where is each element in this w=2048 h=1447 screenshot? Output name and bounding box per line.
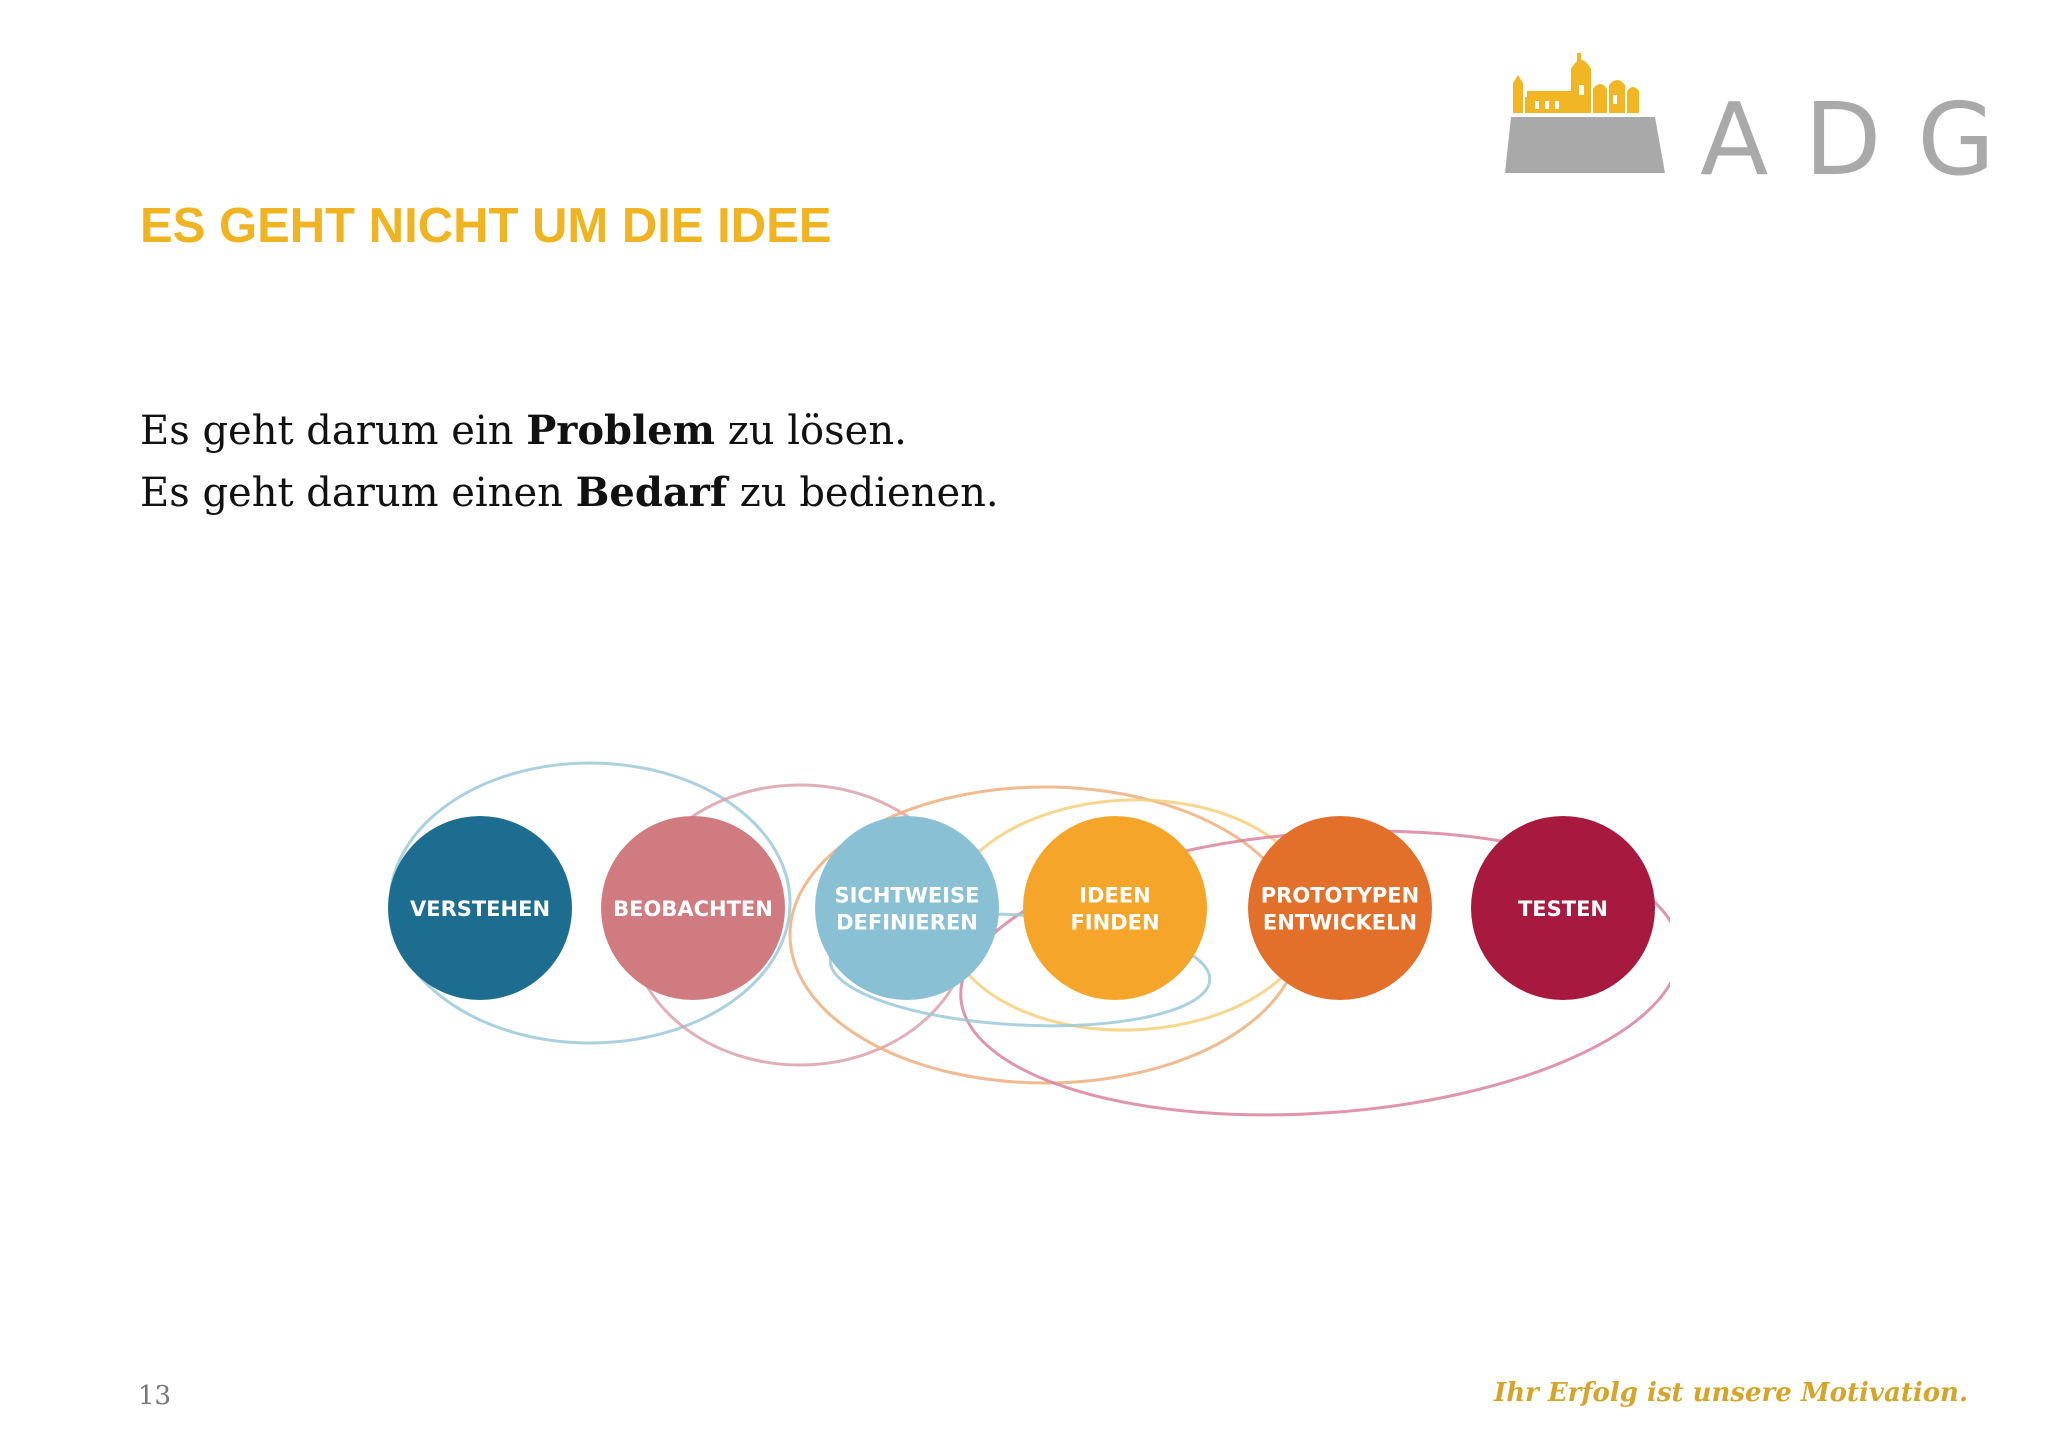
step-label: BEOBACHTEN xyxy=(613,897,773,921)
diagram-loops xyxy=(388,761,1670,1117)
line2-after: zu bedienen. xyxy=(727,470,999,516)
step-6: TESTEN xyxy=(1471,816,1655,1000)
step-label: IDEEN xyxy=(1079,884,1151,908)
step-label: FINDEN xyxy=(1070,911,1159,935)
step-circle xyxy=(1471,816,1655,1000)
step-circle xyxy=(1023,816,1207,1000)
step-label: DEFINIEREN xyxy=(836,911,978,935)
adg-logo: ADG xyxy=(1505,45,1995,190)
line1-before: Es geht darum ein xyxy=(140,408,527,454)
diagram-steps: VERSTEHEN BEOBACHTEN SICHTWEISE DEFINIEREN I… xyxy=(388,816,1655,1000)
body-line-1: Es geht darum ein Problem zu lösen. xyxy=(140,400,999,462)
step-label: PROTOTYPEN xyxy=(1261,884,1419,908)
step-2: BEOBACHTEN xyxy=(601,816,785,1000)
step-4: IDEEN FINDEN xyxy=(1023,816,1207,1000)
step-5: PROTOTYPEN ENTWICKELN xyxy=(1248,816,1432,1000)
step-label: VERSTEHEN xyxy=(410,897,550,921)
step-circle xyxy=(388,816,572,1000)
step-circle xyxy=(601,816,785,1000)
design-thinking-diagram: VERSTEHEN BEOBACHTEN SICHTWEISE DEFINIEREN I… xyxy=(388,761,1670,1117)
line1-after: zu lösen. xyxy=(714,408,907,454)
step-label: SICHTWEISE xyxy=(834,884,979,908)
body-text: Es geht darum ein Problem zu lösen. Es g… xyxy=(140,400,999,524)
castle-logo-icon xyxy=(1505,53,1665,173)
logo-text: ADG xyxy=(1700,81,2031,198)
body-line-2: Es geht darum einen Bedarf zu bedienen. xyxy=(140,462,999,524)
step-circle xyxy=(815,816,999,1000)
step-label: TESTEN xyxy=(1518,897,1608,921)
step-label: ENTWICKELN xyxy=(1263,911,1417,935)
page-number: 13 xyxy=(138,1381,172,1411)
line2-before: Es geht darum einen xyxy=(140,470,576,516)
step-circle xyxy=(1248,816,1432,1000)
step-1: VERSTEHEN xyxy=(388,816,572,1000)
slide-title: ES GEHT NICHT UM DIE IDEE xyxy=(140,199,832,253)
step-3: SICHTWEISE DEFINIEREN xyxy=(815,816,999,1000)
problem-keyword: Problem xyxy=(526,407,715,454)
diagram-loop-6 xyxy=(828,912,1212,1028)
bedarf-keyword: Bedarf xyxy=(575,469,728,516)
slogan: Ihr Erfolg ist unsere Motivation. xyxy=(1494,1378,1968,1408)
